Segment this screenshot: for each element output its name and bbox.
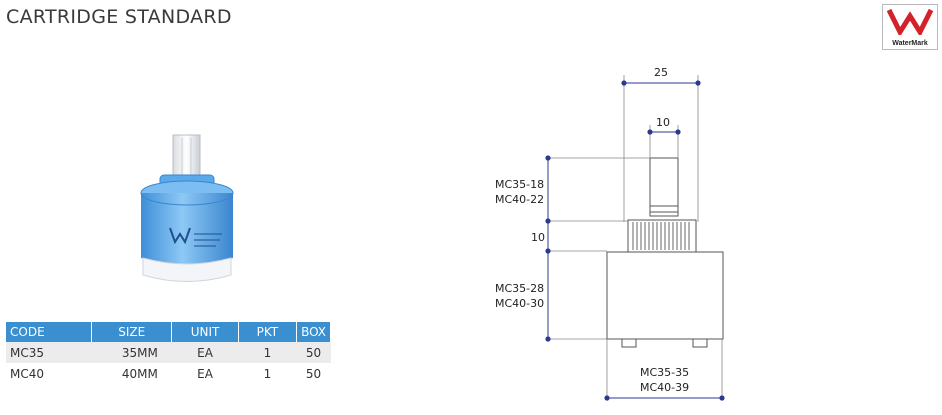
dim-body-height-mc40: MC40-30 bbox=[495, 297, 545, 310]
column-header-unit: UNIT bbox=[171, 322, 239, 342]
cell-code: MC35 bbox=[6, 342, 92, 363]
table-row: MC35 35MM EA 1 50 bbox=[6, 342, 331, 363]
cartridge-product-image bbox=[140, 134, 234, 282]
cell-code: MC40 bbox=[6, 363, 92, 384]
cell-unit: EA bbox=[171, 342, 239, 363]
cell-pkt: 1 bbox=[238, 342, 297, 363]
dim-body-height-mc35: MC35-28 bbox=[495, 282, 545, 295]
cell-size: 40MM bbox=[91, 363, 172, 384]
cell-box: 50 bbox=[296, 342, 331, 363]
dim-spline-height: 10 bbox=[531, 231, 545, 244]
logo-label: WaterMark bbox=[892, 40, 928, 47]
page-title: CARTRIDGE STANDARD bbox=[6, 6, 232, 28]
cell-pkt: 1 bbox=[238, 363, 297, 384]
spec-table: CODE SIZE UNIT PKT BOX MC35 35MM EA 1 50… bbox=[6, 322, 331, 384]
cell-unit: EA bbox=[171, 363, 239, 384]
cell-box: 50 bbox=[296, 363, 331, 384]
dim-body-width-mc40: MC40-39 bbox=[640, 381, 690, 394]
table-header-row: CODE SIZE UNIT PKT BOX bbox=[6, 322, 331, 342]
watermark-logo: WaterMark bbox=[882, 4, 938, 50]
column-header-size: SIZE bbox=[91, 322, 173, 342]
dim-stem-length-mc40: MC40-22 bbox=[495, 193, 545, 206]
dim-width-top: 25 bbox=[654, 66, 668, 79]
dim-body-width-mc35: MC35-35 bbox=[640, 366, 690, 379]
column-header-pkt: PKT bbox=[238, 322, 298, 342]
column-header-box: BOX bbox=[296, 322, 331, 342]
cell-size: 35MM bbox=[91, 342, 172, 363]
dim-width-stem: 10 bbox=[656, 116, 670, 129]
column-header-code: CODE bbox=[6, 322, 92, 342]
dim-stem-length-mc35: MC35-18 bbox=[495, 178, 545, 191]
table-row: MC40 40MM EA 1 50 bbox=[6, 363, 331, 384]
spline-teeth bbox=[632, 222, 690, 250]
